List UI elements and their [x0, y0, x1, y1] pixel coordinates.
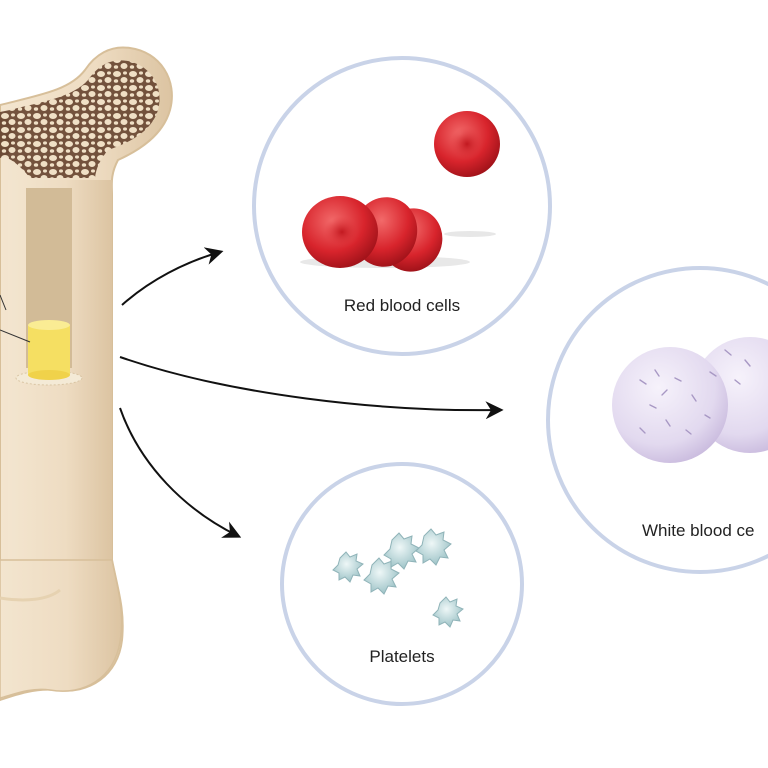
red-blood-cells-panel: Red blood cells — [252, 56, 552, 356]
arrows — [119, 247, 504, 538]
red-blood-cell-single — [434, 111, 500, 177]
pointer-line — [0, 329, 31, 343]
red-blood-cells-label: Red blood cells — [344, 296, 460, 315]
bone-marrow-sample — [28, 320, 70, 380]
pointer-line-top — [0, 294, 7, 311]
arrow-to-white-cells — [119, 356, 504, 420]
spongy-bone-head — [0, 60, 160, 178]
spongy-bone-left — [0, 117, 16, 158]
platelet — [363, 557, 400, 595]
platelet-cluster — [332, 528, 464, 628]
white-blood-cell-front — [612, 347, 751, 463]
platelet — [432, 596, 464, 628]
arrow-to-red-cells — [121, 247, 224, 306]
platelet — [415, 528, 452, 566]
red-blood-cell-stack — [302, 196, 443, 272]
platelets-label: Platelets — [369, 647, 434, 666]
bone-lower-end — [0, 559, 123, 699]
arrow-to-platelets — [119, 407, 242, 538]
white-blood-cells-label: White blood ce — [642, 521, 754, 540]
white-blood-cells-panel: White blood ce — [546, 266, 768, 574]
femur-bone — [0, 46, 173, 702]
platelet — [332, 551, 364, 583]
platelets-panel: Platelets — [280, 462, 524, 706]
platelet — [383, 532, 420, 570]
